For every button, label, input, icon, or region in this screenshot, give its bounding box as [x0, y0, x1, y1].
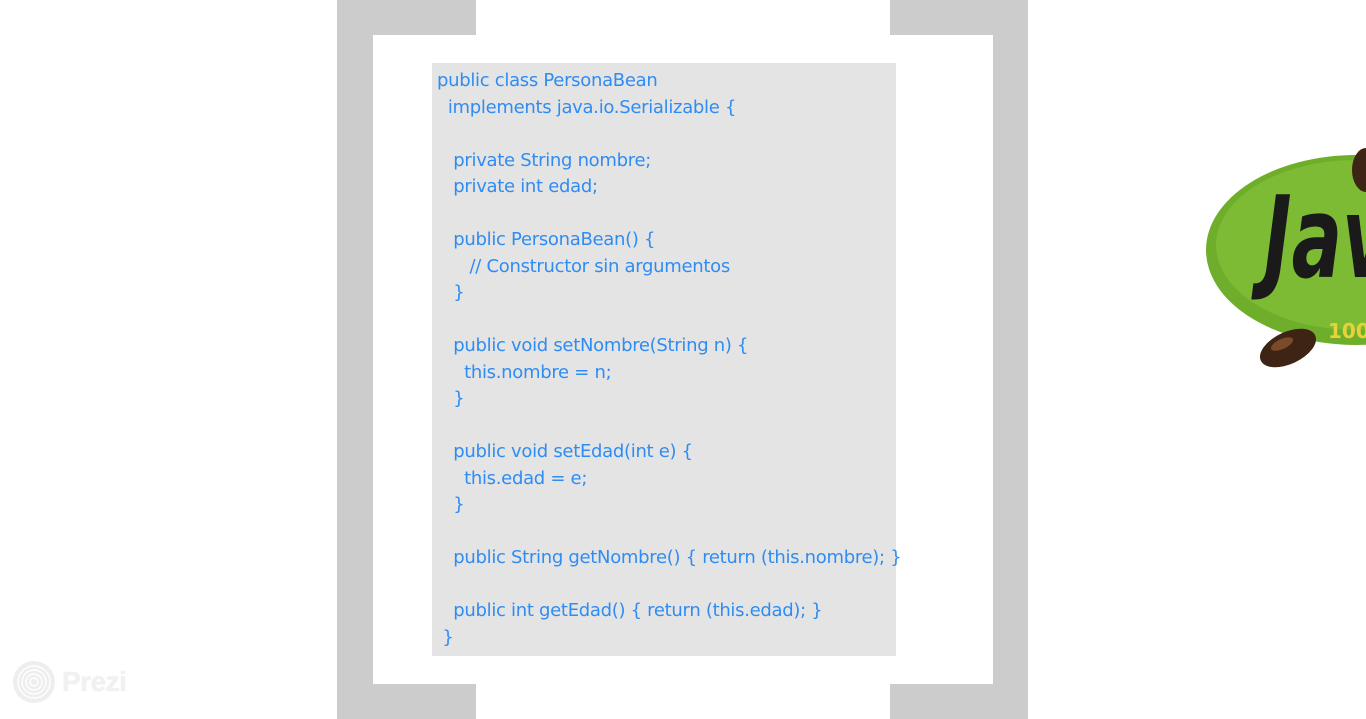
code-line: public PersonaBean() {: [437, 229, 656, 250]
bracket-notch-bottom: [476, 684, 890, 719]
code-line: }: [437, 626, 454, 648]
code-line: private int edad;: [437, 176, 598, 197]
code-line: [437, 519, 901, 546]
code-line: private String nombre;: [437, 149, 651, 171]
code-block: public class PersonaBean implements java…: [432, 63, 902, 656]
prezi-logo-icon: [13, 661, 55, 703]
code-line: this.nombre = n;: [437, 361, 612, 383]
code-line: [437, 121, 901, 148]
prezi-watermark: Prezi: [12, 659, 127, 705]
code-line: this.edad = e;: [437, 467, 588, 489]
code-line: public class PersonaBean: [437, 70, 658, 91]
code-line: [437, 201, 901, 228]
code-line: public String getNombre() { return (this…: [437, 547, 902, 568]
code-line: // Constructor sin argumentos: [437, 255, 731, 277]
code-line: [437, 572, 901, 599]
code-line: }: [437, 282, 465, 303]
code-line: implements java.io.Serializable {: [437, 96, 737, 118]
prezi-watermark-label: Prezi: [62, 666, 127, 697]
bracket-notch-top: [476, 0, 890, 35]
code-line: public int getEdad() { return (this.edad…: [437, 600, 823, 621]
code-line: public void setEdad(int e) {: [437, 441, 693, 462]
code-line: }: [437, 494, 465, 515]
java-logo-icon: Java 100%: [1206, 100, 1366, 385]
code-line: public void setNombre(String n) {: [437, 335, 749, 356]
code-line: [437, 413, 901, 440]
code-line: [437, 307, 901, 334]
code-lines: public class PersonaBean implements java…: [437, 68, 902, 651]
java-logo-subtext: 100%: [1328, 319, 1366, 343]
java-logo-text: Java: [1251, 172, 1366, 304]
code-line: }: [437, 388, 465, 409]
